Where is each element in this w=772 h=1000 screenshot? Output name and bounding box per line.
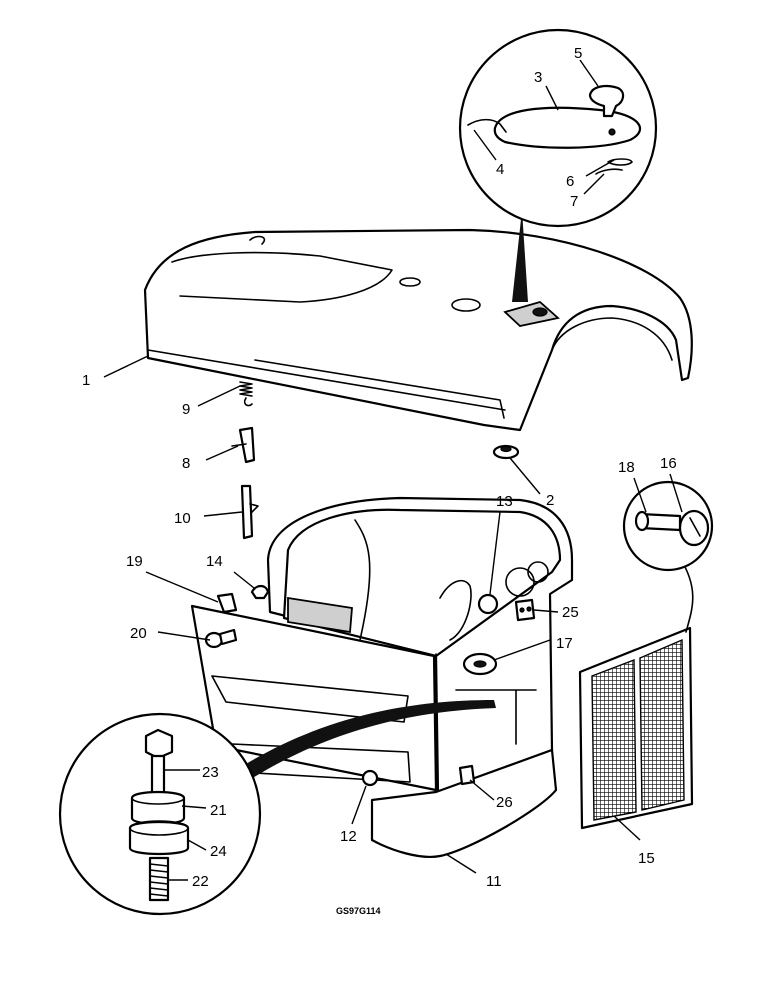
drain-plug: [458, 764, 476, 786]
callout-14: 14: [206, 553, 223, 570]
callout-labels: 1 2 3 4 5 6 7 8 9 10 11 12 13 14 15 16 1…: [82, 45, 677, 890]
mount-pointer: [236, 700, 496, 782]
grommet-small: [250, 584, 270, 600]
callout-9: 9: [182, 401, 190, 418]
filler-cover-plate: [493, 106, 641, 149]
catch: [231, 426, 256, 464]
callout-19: 19: [126, 553, 143, 570]
leader-lines: [103, 59, 683, 881]
gauge-connector: [477, 593, 499, 615]
grille: [578, 626, 694, 830]
callout-15: 15: [638, 850, 655, 867]
callout-21: 21: [210, 802, 227, 819]
callout-10: 10: [174, 510, 191, 527]
callout-17: 17: [556, 635, 573, 652]
callout-25: 25: [562, 604, 579, 621]
callout-7: 7: [570, 193, 578, 210]
grille-fastener: [678, 509, 710, 547]
callout-1: 1: [82, 372, 90, 389]
lower-mount: [128, 820, 190, 856]
callout-8: 8: [182, 455, 190, 472]
inset-pointer: [512, 210, 528, 302]
callout-24: 24: [210, 843, 227, 860]
connector-block: [514, 598, 536, 622]
fastener-inset: [622, 480, 714, 572]
callout-18: 18: [618, 459, 635, 476]
callout-23: 23: [202, 764, 219, 781]
threaded-stud: [148, 856, 170, 902]
spring: [239, 381, 253, 407]
cover-lever: [467, 118, 507, 133]
callout-20: 20: [130, 625, 147, 642]
callout-22: 22: [192, 873, 209, 890]
plug: [361, 769, 379, 787]
latch-bracket: [240, 484, 259, 540]
callout-5: 5: [574, 45, 582, 62]
callout-16: 16: [660, 455, 677, 472]
figure-reference: GS97G114: [336, 906, 381, 916]
mount-bolt: [144, 728, 174, 802]
callout-2: 2: [546, 492, 554, 509]
split-pin: [595, 168, 623, 175]
callout-4: 4: [496, 161, 504, 178]
callout-3: 3: [534, 69, 542, 86]
mount-inset: [58, 712, 262, 916]
grille-pointer: [679, 557, 694, 633]
hood-panel: [143, 228, 693, 432]
filler-cap: [588, 84, 625, 118]
callout-12: 12: [340, 828, 357, 845]
clip: [462, 652, 498, 676]
filler-cap-inset: [458, 28, 658, 228]
bracket-clip: [216, 592, 238, 614]
callout-26: 26: [496, 794, 513, 811]
housing-body: [190, 496, 574, 858]
callout-13: 13: [496, 493, 513, 510]
grommet: [492, 444, 520, 460]
upper-mount: [130, 790, 186, 826]
bolt: [204, 628, 238, 649]
callout-6: 6: [566, 173, 574, 190]
callout-11: 11: [486, 873, 502, 890]
washer: [607, 158, 633, 166]
